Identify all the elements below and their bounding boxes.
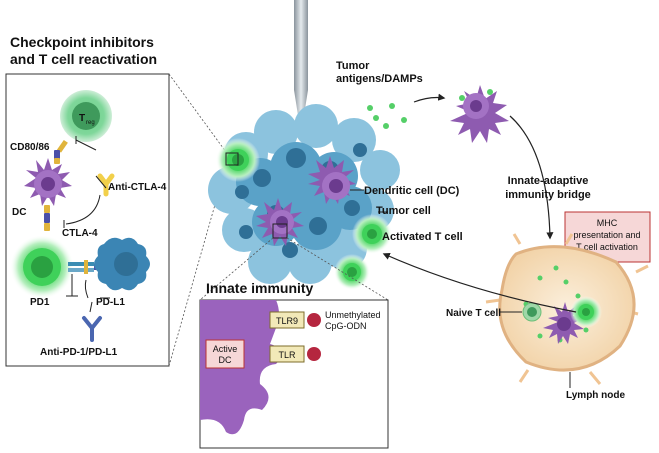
- mhc-line3: T cell activation: [576, 242, 638, 252]
- checkpoint-title-line2: and T cell reactivation: [10, 51, 157, 67]
- dc-to-lymph-arrow: [509, 115, 554, 240]
- needle-tip: [294, 90, 308, 128]
- zoom-line-top: [168, 73, 227, 153]
- anti-ctla4-antibody: [63, 136, 115, 228]
- cd80-label: CD80/86: [10, 142, 50, 153]
- tlr9-receptor: TLR9: [269, 311, 321, 329]
- antigen-particles: [367, 103, 407, 129]
- lymph-node-label: Lymph node: [566, 390, 626, 401]
- dc-cell-checkpoint: [24, 158, 72, 206]
- mhc-line1: MHC: [597, 218, 618, 228]
- dc-label-checkpoint: DC: [12, 207, 26, 218]
- tumor-cell-label: Tumor cell: [376, 205, 431, 217]
- activation-return-arrow: [382, 253, 577, 313]
- activated-t-label: Activated T cell: [382, 231, 463, 243]
- pdl1-label: PD-L1: [96, 297, 125, 308]
- dc-cell-tumor-lower: [256, 198, 304, 246]
- cd80-receptor: [54, 139, 68, 164]
- checkpoint-panel: Checkpoint inhibitors and T cell reactiv…: [5, 34, 227, 367]
- tumor-cell-checkpoint: [94, 237, 150, 291]
- bridge-title-line2: immunity bridge: [505, 189, 591, 201]
- lymph-node: [485, 233, 649, 385]
- activated-t-cell-lymph: [570, 296, 602, 328]
- treg-cell: T reg: [60, 90, 112, 142]
- naive-t-cell: [522, 302, 542, 322]
- treg-subscript: reg: [86, 120, 95, 126]
- tlr9-label: TLR9: [276, 316, 298, 326]
- innate-panel: Innate immunity Active DC TLR9 Unmethyla…: [199, 237, 389, 449]
- naive-t-label: Naive T cell: [446, 308, 501, 319]
- bridge-title-line1: Innate-adaptive: [508, 175, 589, 187]
- tlr-receptor: TLR: [269, 345, 321, 363]
- cpg-line1: Unmethylated: [325, 310, 381, 320]
- dc-cell-tumor: [308, 156, 356, 204]
- anti-pd1-antibody: [82, 301, 102, 342]
- ctla4-label: CTLA-4: [62, 228, 98, 239]
- mhc-line2: presentation and: [573, 230, 640, 240]
- active-dc-line1: Active: [213, 344, 238, 354]
- anti-pd1-label: Anti-PD-1/PD-L1: [40, 347, 118, 358]
- zoom-box-innate: [272, 223, 288, 239]
- pdl1-indicator: [84, 279, 89, 299]
- zoom-box-checkpoint: [225, 152, 239, 166]
- pd1-indicator: [66, 274, 78, 297]
- t-cell-activated-bottom: [334, 254, 370, 290]
- antigens-label-line2: antigens/DAMPs: [336, 73, 423, 85]
- pd1-label: PD1: [30, 297, 50, 308]
- innate-title: Innate immunity: [206, 280, 314, 296]
- injection-needle: [294, 0, 308, 90]
- ctla4-receptor: [44, 205, 50, 231]
- antigens-label-line1: Tumor: [336, 60, 370, 72]
- anti-ctla4-label: Anti-CTLA-4: [108, 182, 167, 193]
- antigen-arrow: [413, 93, 446, 103]
- treg-label: T: [79, 113, 85, 124]
- active-dc-box: [205, 339, 245, 369]
- active-dc-line2: DC: [219, 355, 232, 365]
- t-cell-checkpoint: [10, 235, 74, 299]
- tumor-mass: Tumor antigens/DAMPs Dendritic cell (DC)…: [208, 0, 463, 290]
- dc-cell-antigen: [450, 85, 509, 143]
- cpg-line2: CpG-ODN: [325, 321, 367, 331]
- dc-label: Dendritic cell (DC): [364, 185, 460, 197]
- checkpoint-title-line1: Checkpoint inhibitors: [10, 34, 154, 50]
- t-cell-activated-right: [352, 214, 392, 254]
- tlr-label: TLR: [278, 350, 296, 360]
